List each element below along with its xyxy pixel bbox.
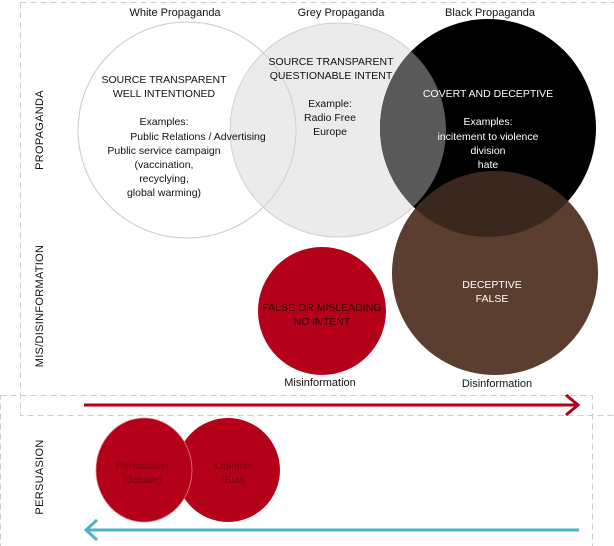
grey-line: SOURCE TRANSPARENT <box>268 56 394 68</box>
white-line: global warming) <box>127 187 201 199</box>
black-propaganda-title: Black Propaganda <box>445 7 536 19</box>
disinformation-line: DECEPTIVE <box>462 279 522 291</box>
white-line: (vaccination, <box>135 159 194 171</box>
white-line: Examples: <box>139 116 188 128</box>
opinion-bias-circle <box>176 418 280 522</box>
row-label-misdisinformation: MIS/DISINFORMATION <box>34 245 46 368</box>
grey-propaganda-title: Grey Propaganda <box>298 7 386 19</box>
misinformation-line: NO INTENT <box>294 316 351 328</box>
white-line: recyclying, <box>139 173 189 185</box>
persuasion-circle <box>96 418 192 522</box>
row-label-propaganda: PROPAGANDA <box>34 90 46 170</box>
grey-line: Europe <box>313 126 347 138</box>
grey-line: QUESTIONABLE INTENT <box>270 70 393 82</box>
white-circle-outline <box>77 21 297 239</box>
white-propaganda-title: White Propaganda <box>129 7 221 19</box>
black-line: Examples: <box>463 116 512 128</box>
black-line: incitement to violence <box>438 131 539 143</box>
persuasion-circle-outline <box>95 417 193 523</box>
black-line: hate <box>478 159 499 171</box>
misinformation-line: FALSE OR MISLEADING <box>262 302 381 314</box>
row-label-persuasion: PERSUASION <box>34 439 46 514</box>
misinformation-circle <box>258 247 386 375</box>
persuasion-section-border <box>0 395 593 546</box>
grey-line: Radio Free <box>304 112 356 124</box>
persuasion-line: (debate) <box>122 474 161 486</box>
opinion-line: Opinion <box>215 460 251 472</box>
white-line: Public service campaign <box>107 145 220 157</box>
black-line: division <box>470 145 505 157</box>
black-line: COVERT AND DECEPTIVE <box>423 88 553 100</box>
propaganda-section-border <box>20 2 614 416</box>
blue-arrow-left <box>83 518 579 542</box>
persuasion-line: Persuasion <box>116 460 169 472</box>
white-line: Public Relations / Advertising <box>130 131 266 143</box>
disinformation-label: Disinformation <box>462 378 532 390</box>
grey-propaganda-text: SOURCE TRANSPARENT QUESTIONABLE INTENT E… <box>268 56 394 138</box>
white-line: SOURCE TRANSPARENT <box>101 74 227 86</box>
white-line: WELL INTENTIONED <box>113 88 216 100</box>
red-arrow-right <box>84 393 581 417</box>
misinformation-label: Misinformation <box>284 377 356 389</box>
disinformation-line: FALSE <box>476 293 509 305</box>
opinion-line: /Bias <box>221 474 244 486</box>
white-propaganda-text: SOURCE TRANSPARENT WELL INTENTIONED Exam… <box>101 74 265 199</box>
black-propaganda-text: COVERT AND DECEPTIVE Examples: incitemen… <box>423 88 553 171</box>
grey-line: Example: <box>308 98 352 110</box>
